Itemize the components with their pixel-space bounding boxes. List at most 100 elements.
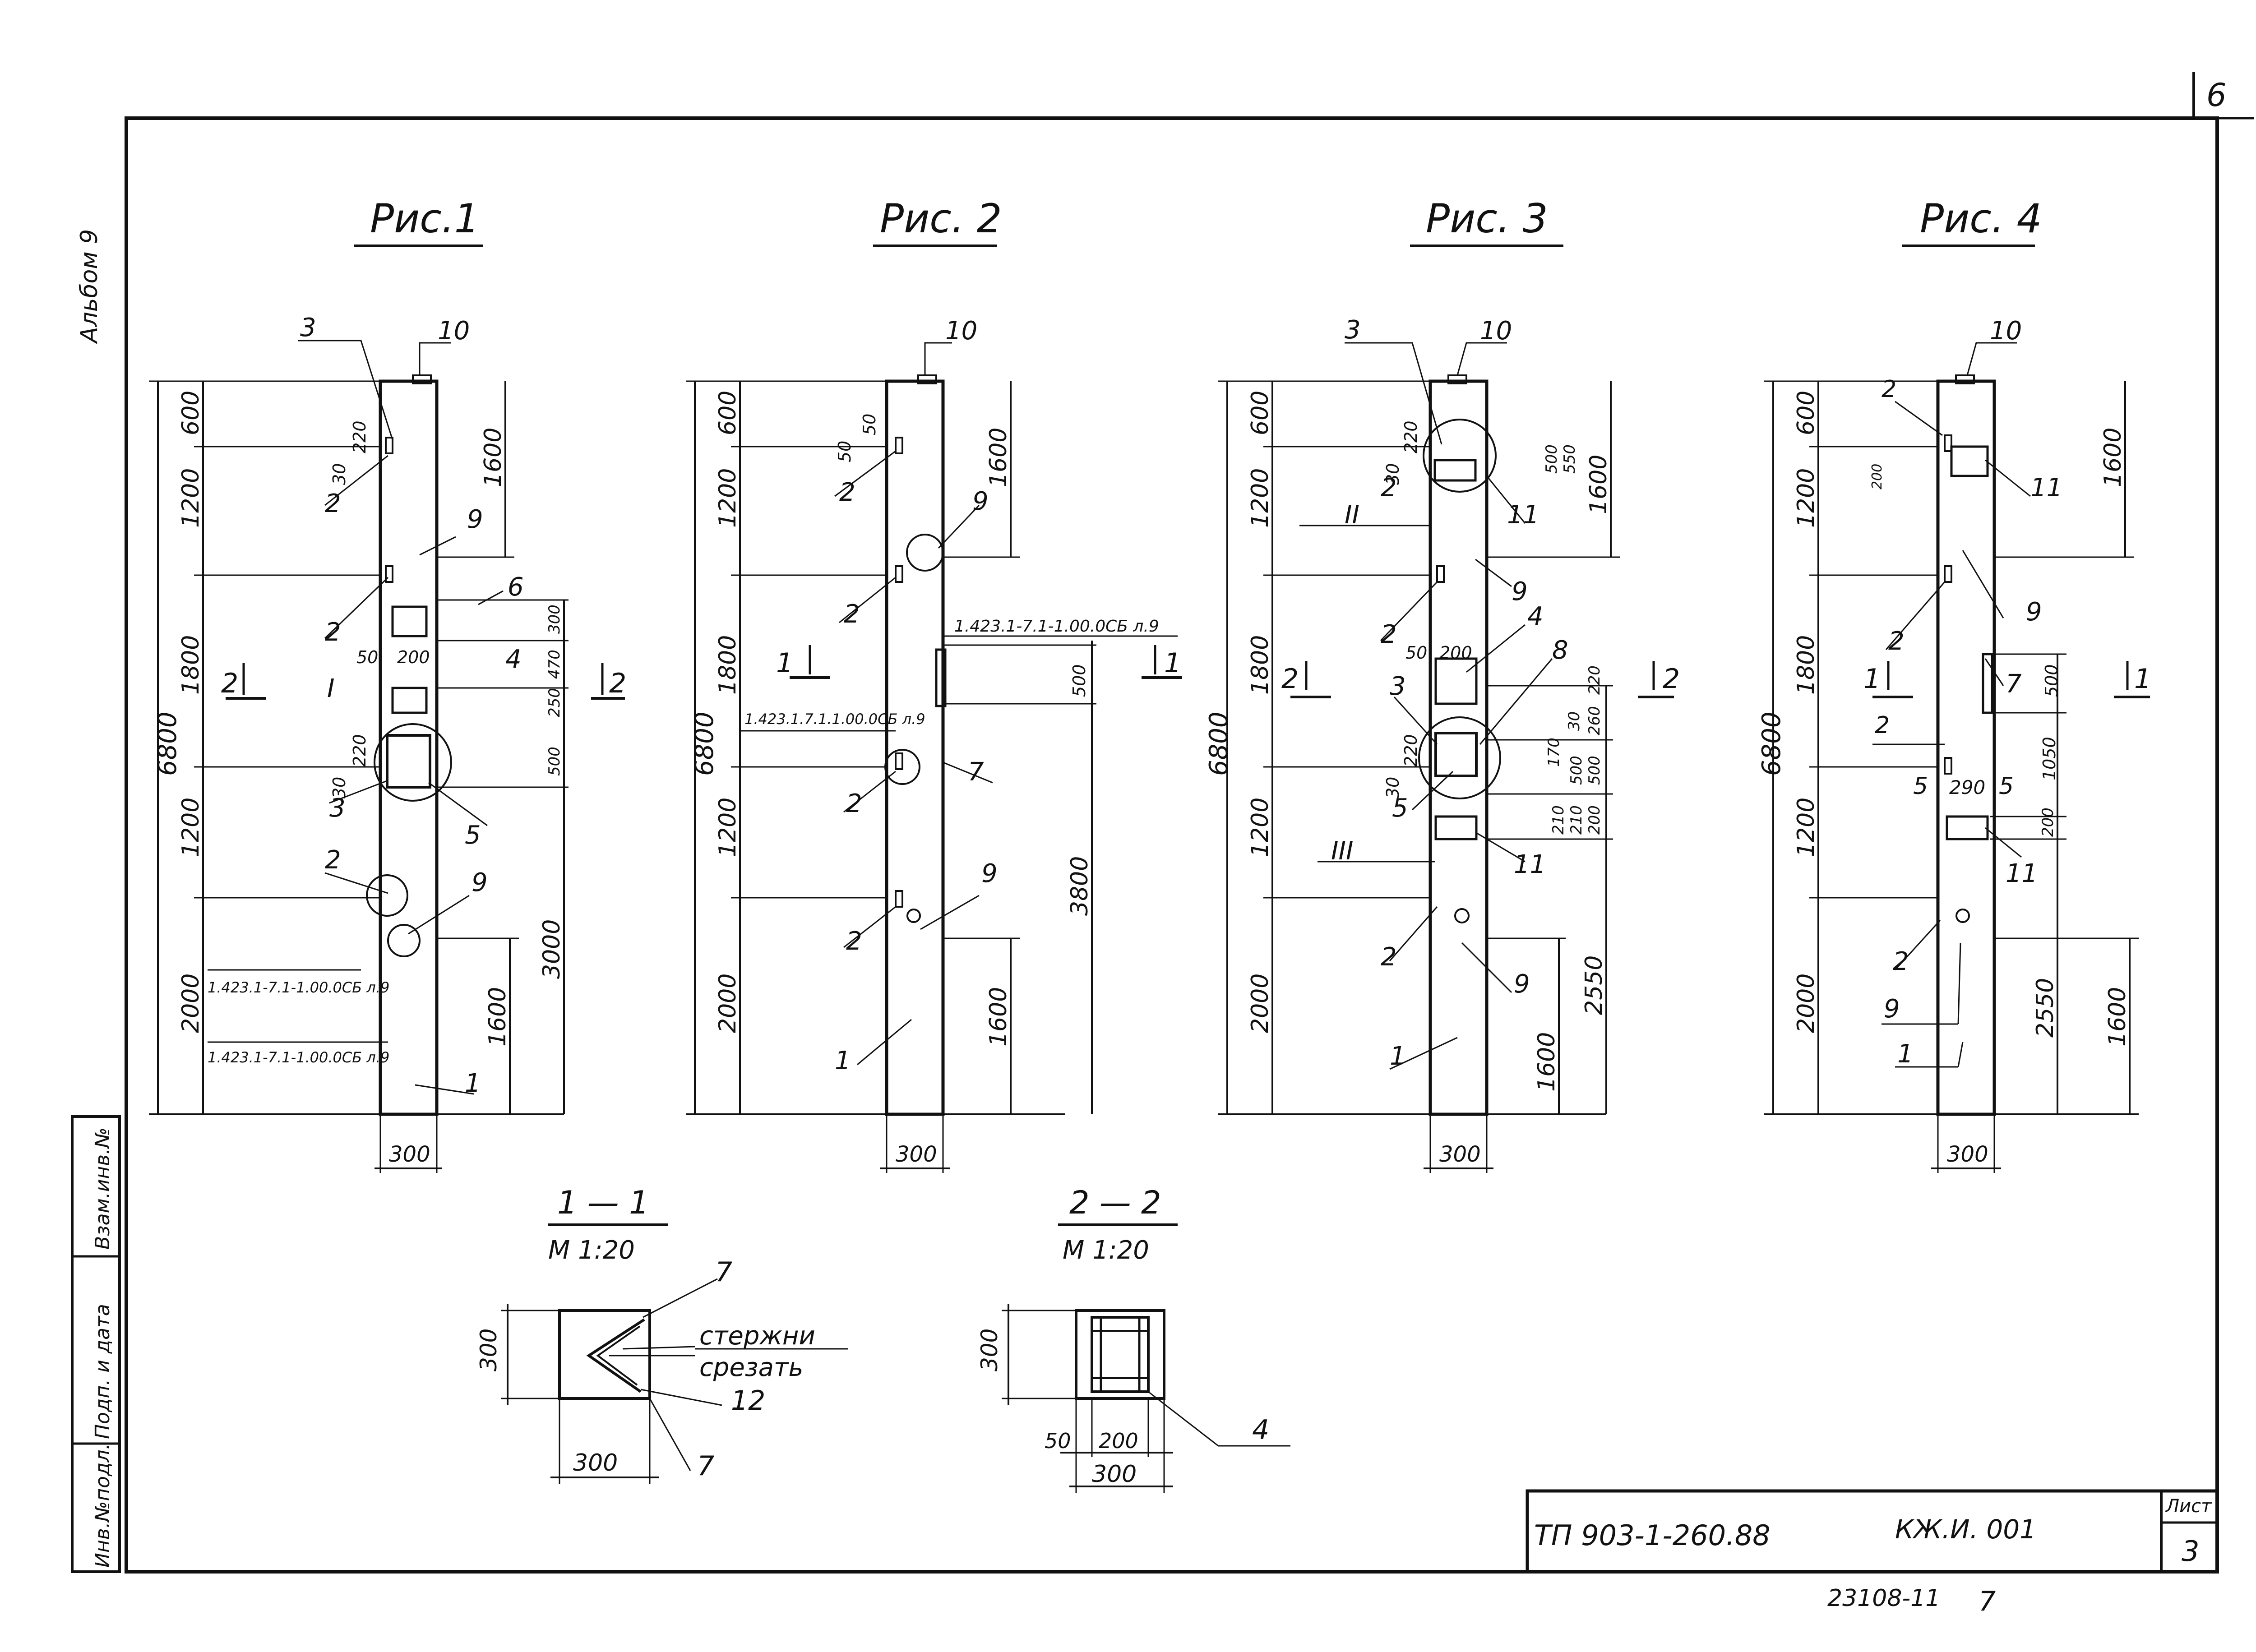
mark-9-a: 9 bbox=[972, 487, 989, 516]
section-mark-left: 1 bbox=[1863, 663, 1881, 695]
dim-horizontal: 300 bbox=[1092, 1461, 1137, 1488]
strip-cell-3: Взам.инв.№ bbox=[91, 1127, 114, 1250]
small-dim-220b: 220 bbox=[1401, 734, 1421, 767]
small-dim-200: 200 bbox=[1869, 464, 1885, 489]
mark-2-c: 2 bbox=[1381, 942, 1397, 972]
section-title: 1 — 1 bbox=[557, 1184, 649, 1221]
left-dim-4: 1200 bbox=[1247, 798, 1274, 857]
mark-2-d: 2 bbox=[1893, 947, 1909, 976]
left-dim-3: 1800 bbox=[1793, 635, 1820, 695]
small-dim-50-b: 50 bbox=[860, 414, 879, 435]
left-dim-4: 1200 bbox=[177, 798, 204, 857]
right-dim-1: 1600 bbox=[1585, 455, 1612, 514]
right-small-4: 260 bbox=[1586, 706, 1604, 735]
ref-note-2: 1.423.1-7.1-1.00.0СБ л.9 bbox=[208, 1049, 389, 1066]
right-small-5: 220 bbox=[1586, 665, 1604, 695]
right-dim-2: 3800 bbox=[1066, 856, 1093, 916]
mark-7-bottom: 7 bbox=[697, 1450, 714, 1482]
sheet-frame: 6 bbox=[125, 72, 2254, 1574]
mark-2-a: 2 bbox=[1381, 473, 1397, 503]
section-mark-left: 1 bbox=[776, 647, 793, 679]
left-dim-2: 1200 bbox=[1793, 468, 1820, 528]
mark-2-c: 2 bbox=[1875, 712, 1890, 739]
dim-small-50: 50 bbox=[1045, 1429, 1071, 1453]
left-dim-5: 2000 bbox=[1247, 974, 1274, 1033]
small-dim-290: 290 bbox=[1949, 776, 1985, 798]
figure-title: Рис. 2 bbox=[880, 195, 1002, 242]
dim-horizontal: 300 bbox=[573, 1449, 618, 1477]
mark-5: 5 bbox=[1392, 794, 1408, 823]
mark-5: 5 bbox=[465, 821, 481, 850]
mark-9-b: 9 bbox=[981, 859, 998, 888]
small-dim-30b: 30 bbox=[1383, 777, 1403, 798]
dim-vertical: 300 bbox=[476, 1329, 502, 1371]
right-small-3: 200 bbox=[2039, 808, 2057, 837]
right-small-2: 1050 bbox=[2039, 737, 2059, 780]
left-dim-3: 1800 bbox=[714, 635, 741, 695]
left-dim-1: 600 bbox=[1793, 391, 1820, 435]
mark-9-b: 9 bbox=[1884, 994, 1900, 1024]
section-1-1: 1 — 1 М 1:20 300 300 7 стержни срезать 1… bbox=[476, 1184, 848, 1484]
overall-dim: 6800 bbox=[1204, 711, 1234, 776]
overall-dim: 6800 bbox=[690, 711, 719, 776]
right-small-1: 300 bbox=[546, 605, 564, 634]
left-dim-1: 600 bbox=[714, 391, 741, 435]
strip-cell-2: Подп. и дата bbox=[91, 1304, 114, 1439]
mark-11-a: 11 bbox=[1507, 500, 1539, 530]
left-dim-5: 2000 bbox=[1793, 974, 1820, 1033]
mark-4: 4 bbox=[1527, 602, 1544, 631]
mark-9-a: 9 bbox=[467, 505, 483, 534]
right-small-10: 30 bbox=[1565, 711, 1583, 731]
stamp-sheet-label: Лист bbox=[2165, 1496, 2212, 1517]
figure-title: Рис. 4 bbox=[1920, 195, 2042, 242]
width-dim: 300 bbox=[896, 1142, 937, 1167]
mark-5-b: 5 bbox=[1999, 773, 2014, 800]
right-small-9: 200 bbox=[1586, 805, 1604, 835]
small-dim-50: 50 bbox=[356, 647, 378, 667]
mark-9-b: 9 bbox=[1514, 969, 1530, 999]
mark-3-top: 3 bbox=[1345, 315, 1361, 345]
small-dim-200: 200 bbox=[1439, 643, 1472, 663]
ref-note-1: 1.423.1-7.1-1.00.0СБ л.9 bbox=[954, 617, 1159, 636]
right-dim-1: 1600 bbox=[480, 428, 507, 487]
mark-8: 8 bbox=[1552, 636, 1568, 665]
overall-dim: 6800 bbox=[153, 711, 182, 776]
mark-4: 4 bbox=[505, 645, 522, 674]
section-mark-right: 2 bbox=[609, 668, 626, 699]
mark-2-c: 2 bbox=[325, 845, 341, 875]
section-scale: М 1:20 bbox=[548, 1236, 635, 1265]
right-small-1: 500 bbox=[1543, 444, 1561, 474]
section-scale: М 1:20 bbox=[1063, 1236, 1149, 1265]
mark-9-b: 9 bbox=[472, 868, 488, 897]
small-dim-30: 30 bbox=[329, 463, 349, 485]
right-small-6: 500 bbox=[1567, 756, 1586, 785]
mark-2-b: 2 bbox=[844, 600, 860, 629]
mark-2-b: 2 bbox=[325, 618, 341, 647]
left-dim-1: 600 bbox=[1247, 391, 1274, 435]
mark-9-a: 9 bbox=[1512, 577, 1528, 606]
right-small-1: 500 bbox=[2042, 664, 2062, 697]
bottom-number: 23108-11 bbox=[1827, 1585, 1940, 1612]
right-dim-3: 1600 bbox=[1533, 1032, 1560, 1092]
note-line-2: срезать bbox=[699, 1353, 804, 1382]
left-dim-4: 1200 bbox=[1793, 798, 1820, 857]
title-block: ТП 903-1-260.88 КЖ.И. 001 Лист 3 23108-1… bbox=[1526, 1489, 2217, 1617]
small-dim-30: 30 bbox=[1383, 463, 1403, 485]
left-dim-2: 1200 bbox=[714, 468, 741, 528]
mark-10: 10 bbox=[438, 316, 470, 346]
section-mark-left: 2 bbox=[221, 668, 238, 699]
right-small-8: 210 bbox=[1549, 805, 1567, 835]
mark-2-c: 2 bbox=[846, 789, 862, 818]
stamp-code: ТП 903-1-260.88 bbox=[1534, 1519, 1771, 1552]
small-dim-50: 50 bbox=[1405, 643, 1427, 663]
roman-III: III bbox=[1331, 836, 1354, 866]
right-small-4: 500 bbox=[546, 747, 564, 776]
left-dim-1: 600 bbox=[177, 391, 204, 435]
right-small-2: 470 bbox=[546, 650, 564, 679]
stamp-doc: КЖ.И. 001 bbox=[1895, 1514, 2036, 1545]
figure-2: Рис. 2 6800 600 1200 1800 1200 2000 1600… bbox=[686, 195, 1182, 1173]
ref-note-1: 1.423.1-7.1-1.00.0СБ л.9 bbox=[208, 979, 389, 996]
dim-vertical: 300 bbox=[976, 1329, 1003, 1371]
stamp-sheet-number: 3 bbox=[2182, 1535, 2199, 1568]
